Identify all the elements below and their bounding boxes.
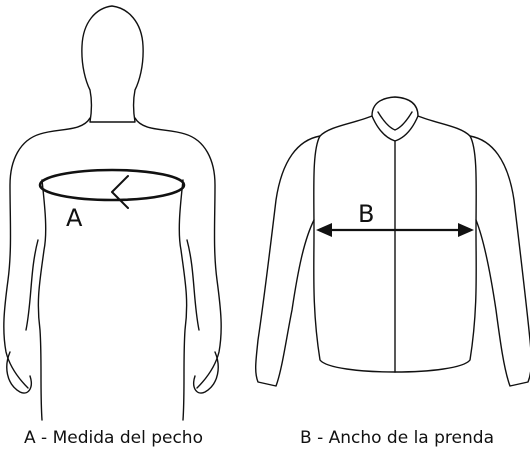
head-outline bbox=[81, 5, 144, 123]
jacket-figure bbox=[255, 96, 530, 387]
jacket-collar bbox=[371, 96, 419, 142]
jacket-body-right bbox=[394, 115, 477, 373]
width-arrow-left-head bbox=[316, 223, 332, 237]
jacket-right-sleeve bbox=[469, 135, 530, 387]
right-hand bbox=[193, 351, 219, 394]
jacket-left-sleeve bbox=[255, 135, 321, 387]
body-left-outline bbox=[3, 117, 91, 389]
caption-chest-measure: A - Medida del pecho bbox=[24, 428, 203, 448]
chest-measure-ellipse bbox=[38, 168, 186, 202]
chest-arrow-icon bbox=[111, 175, 129, 209]
marker-a: A bbox=[66, 204, 83, 232]
left-arm-inner bbox=[25, 239, 39, 331]
width-arrow-right-head bbox=[458, 223, 474, 237]
torso-left-outline bbox=[37, 179, 47, 421]
left-hand bbox=[6, 351, 32, 394]
marker-b: B bbox=[358, 200, 374, 228]
body-figure bbox=[3, 5, 222, 421]
body-right-outline bbox=[134, 117, 222, 389]
jacket-body-left bbox=[313, 115, 396, 373]
caption-garment-width: B - Ancho de la prenda bbox=[300, 428, 494, 448]
right-arm-inner bbox=[186, 239, 200, 331]
torso-right-outline bbox=[178, 179, 188, 421]
